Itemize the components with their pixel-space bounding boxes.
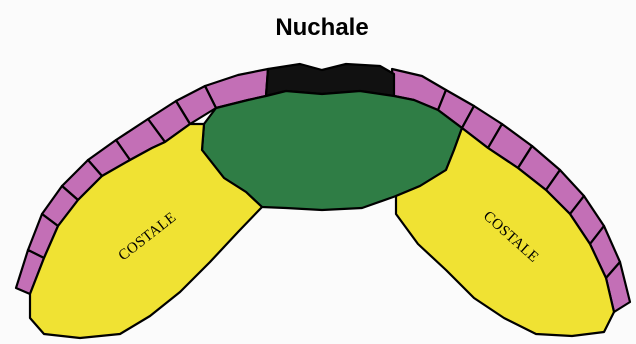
- diagram-title: Nuchale: [275, 14, 368, 41]
